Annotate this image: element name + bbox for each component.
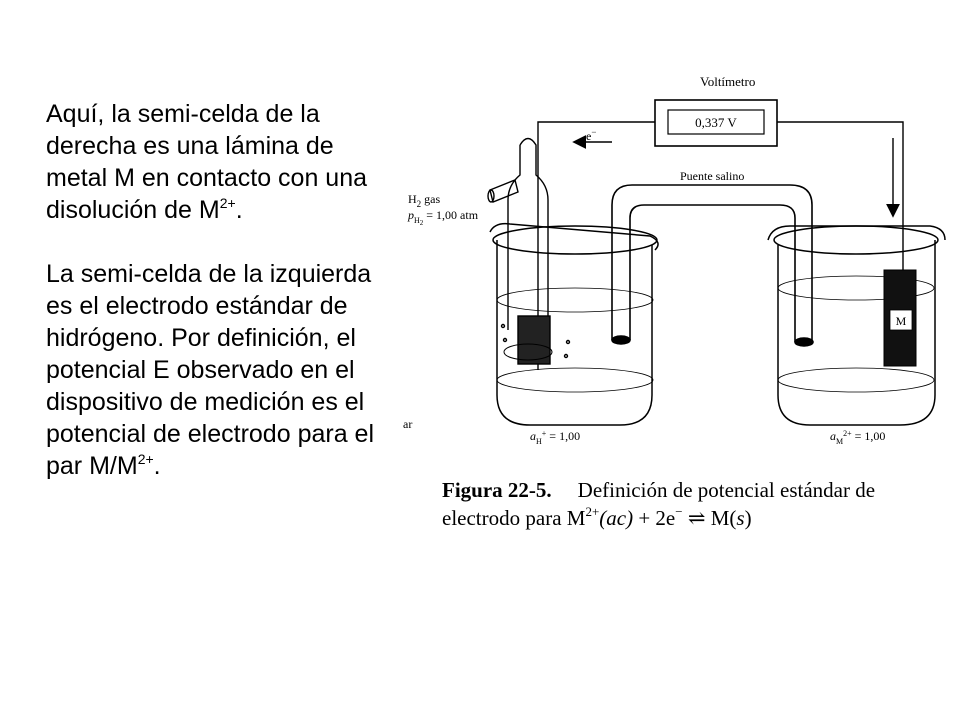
caption-product: M( bbox=[710, 506, 737, 530]
paragraph-2-end: . bbox=[153, 452, 161, 480]
charge-superscript: 2+ bbox=[219, 195, 236, 211]
figure-caption: Figura 22-5.Definición de potencial está… bbox=[442, 476, 952, 532]
equilibrium-arrow: ⇌ bbox=[682, 506, 711, 530]
voltmeter-reading: 0,337 V bbox=[695, 115, 737, 130]
paragraph-2-text: La semi-celda de la izquierda es el elec… bbox=[46, 260, 375, 480]
caption-solid: s bbox=[736, 506, 745, 530]
left-beaker bbox=[489, 222, 659, 426]
h2-gas-label: H2 gas bbox=[408, 192, 440, 209]
voltmeter: Voltímetro 0,337 V bbox=[654, 74, 778, 147]
voltmeter-label: Voltímetro bbox=[700, 74, 755, 89]
pressure-label: pH2 = 1,00 atm bbox=[407, 208, 479, 227]
salt-bridge-label: Puente salino bbox=[680, 169, 744, 183]
explanation-text: Aquí, la semi-celda de la derecha es una… bbox=[46, 98, 386, 482]
charge-superscript: 2+ bbox=[137, 451, 154, 467]
electron-label: e− bbox=[586, 127, 596, 143]
edge-fragment-text: ar bbox=[403, 417, 412, 431]
paragraph-1-end: . bbox=[235, 196, 243, 224]
salt-bridge bbox=[611, 184, 814, 347]
activity-left-label: aH+ = 1,00 bbox=[530, 429, 580, 446]
hydrogen-electrode bbox=[487, 137, 571, 365]
metal-electrode: M bbox=[883, 269, 917, 367]
caption-electron-charge: − bbox=[675, 504, 683, 519]
activity-right-label: aM2+ = 1,00 bbox=[830, 429, 885, 446]
figure-label: Figura 22-5. bbox=[442, 478, 552, 502]
caption-electrons: + 2e bbox=[633, 506, 676, 530]
right-wire bbox=[777, 121, 904, 278]
caption-text: Definición de potencial estándar de elec… bbox=[442, 478, 876, 530]
paragraph-left-half-cell: La semi-celda de la izquierda es el elec… bbox=[46, 258, 386, 482]
caption-product-end: ) bbox=[744, 506, 752, 530]
wires bbox=[537, 121, 904, 370]
caption-charge: 2+ bbox=[585, 504, 600, 519]
caption-aqueous: (ac) bbox=[599, 506, 634, 530]
right-beaker bbox=[767, 225, 946, 426]
paragraph-right-half-cell: Aquí, la semi-celda de la derecha es una… bbox=[46, 98, 386, 226]
paragraph-1-text: Aquí, la semi-celda de la derecha es una… bbox=[46, 100, 368, 224]
metal-label: M bbox=[896, 314, 907, 328]
